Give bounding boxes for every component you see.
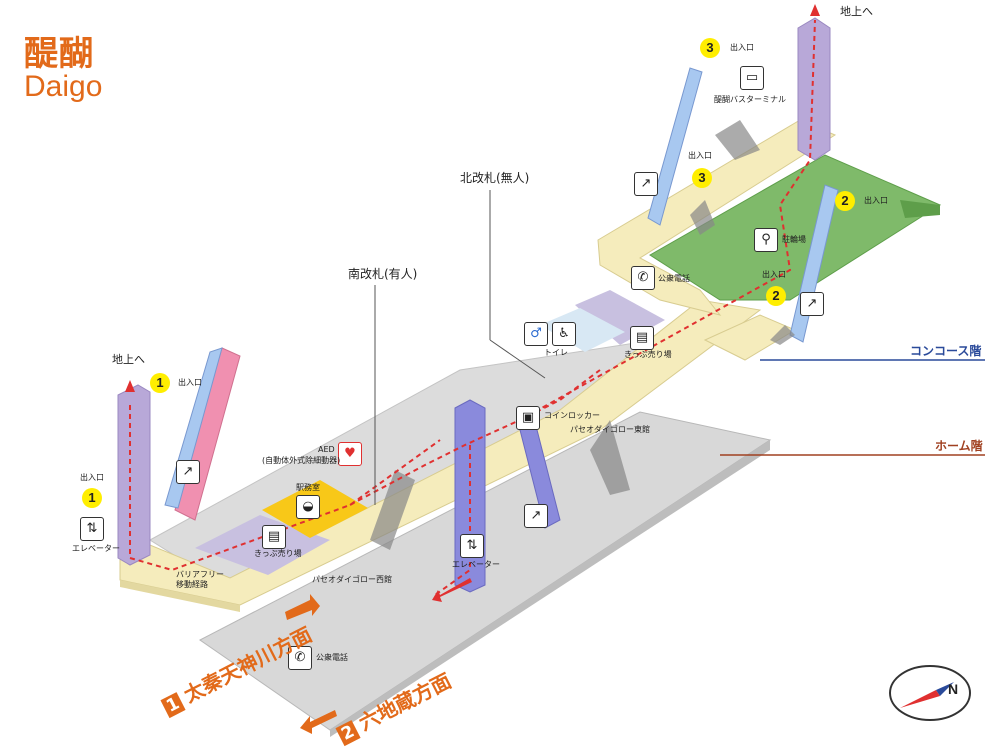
station-name-japanese: 醍醐 bbox=[24, 34, 94, 74]
escalator-icon: ↗ bbox=[524, 504, 548, 528]
exit-3-top-label: 出入口 bbox=[730, 43, 754, 52]
coin-locker-label: コインロッカー bbox=[544, 411, 600, 420]
exit-1-lower-marker: 1 bbox=[82, 488, 102, 508]
barrier-free-label: バリアフリー bbox=[176, 570, 224, 579]
exit-1-marker: 1 bbox=[150, 373, 170, 393]
bus-icon: ▭ bbox=[740, 66, 764, 90]
south-gate-label: 南改札(有人) bbox=[348, 267, 418, 281]
ticket-label-right: きっぷ売り場 bbox=[624, 350, 672, 359]
exit-2-top-marker: 2 bbox=[835, 191, 855, 211]
exit-2-lower-label: 出入口 bbox=[762, 270, 786, 279]
escalator-icon: ↗ bbox=[176, 460, 200, 484]
compass-letter: N bbox=[948, 681, 958, 697]
exit-1-label: 出入口 bbox=[178, 378, 202, 387]
bus-terminal-label: 醍醐バスターミナル bbox=[714, 95, 786, 104]
paseo-west-label: パセオダイゴロー西館 bbox=[312, 575, 392, 584]
direction-arrow-1 bbox=[285, 594, 320, 620]
elevator-icon: ⇅ bbox=[80, 517, 104, 541]
toilet-icon: ♂ bbox=[524, 322, 548, 346]
aed-label: AED bbox=[318, 445, 335, 454]
direction-arrow-platform bbox=[432, 578, 472, 602]
exit-1-lower-label: 出入口 bbox=[80, 473, 104, 482]
elevator-shaft-left bbox=[117, 384, 151, 566]
escalator-icon: ↗ bbox=[800, 292, 824, 316]
elevator-label-left: エレベーター bbox=[72, 544, 120, 553]
direction-arrow-2 bbox=[300, 710, 337, 734]
aed-sublabel: (自動体外式除細動器) bbox=[262, 456, 341, 465]
station-staff-icon: ◒ bbox=[296, 495, 320, 519]
elevator-shaft-right bbox=[797, 17, 831, 161]
barrier-free-route bbox=[129, 19, 816, 596]
phone-icon: ✆ bbox=[288, 646, 312, 670]
direction-2-number: 2 bbox=[335, 720, 361, 747]
bicycle-label: 駐輪場 bbox=[782, 235, 806, 244]
level-label-concourse: コンコース階 bbox=[910, 344, 982, 358]
north-gate-label: 北改札(無人) bbox=[460, 171, 530, 185]
toilet-label: トイレ bbox=[544, 348, 568, 357]
exit-3-mid-label: 出入口 bbox=[688, 151, 712, 160]
to-ground-left: 地上へ bbox=[112, 353, 145, 366]
level-label-platform: ホーム階 bbox=[935, 439, 983, 453]
phone-label-upper: 公衆電話 bbox=[658, 274, 690, 283]
coin-locker-icon: ▣ bbox=[516, 406, 540, 430]
paseo-east-label: パセオダイゴロー東館 bbox=[570, 425, 650, 434]
escalator-icon: ↗ bbox=[634, 172, 658, 196]
bus-terminal-area bbox=[649, 154, 942, 301]
phone-label-lower: 公衆電話 bbox=[316, 653, 348, 662]
ticket-label-left: きっぷ売り場 bbox=[254, 549, 302, 558]
exit-3-top-marker: 3 bbox=[700, 38, 720, 58]
station-name-english: Daigo bbox=[24, 70, 103, 103]
ticket-machine-icon: ▤ bbox=[262, 525, 286, 549]
accessible-toilet-icon: ♿ bbox=[552, 322, 576, 346]
aed-heart-icon: ♥ bbox=[338, 442, 362, 466]
barrier-free-label2: 移動経路 bbox=[176, 580, 208, 589]
stairs bbox=[370, 120, 795, 550]
toilet-area bbox=[540, 308, 625, 352]
exit-3-mid-marker: 3 bbox=[692, 168, 712, 188]
exit-2-top-label: 出入口 bbox=[864, 196, 888, 205]
station-office-label: 駅務室 bbox=[296, 483, 320, 492]
ticket-machine-icon: ▤ bbox=[630, 326, 654, 350]
bicycle-icon: ⚲ bbox=[754, 228, 778, 252]
elevator-icon: ⇅ bbox=[460, 534, 484, 558]
elevator-label-platform: エレベーター bbox=[452, 560, 500, 569]
exit-2-lower-marker: 2 bbox=[766, 286, 786, 306]
phone-icon: ✆ bbox=[631, 266, 655, 290]
to-ground-right: 地上へ bbox=[840, 5, 873, 18]
escalator-upper-3 bbox=[647, 67, 703, 226]
compass-icon: N bbox=[889, 665, 971, 721]
